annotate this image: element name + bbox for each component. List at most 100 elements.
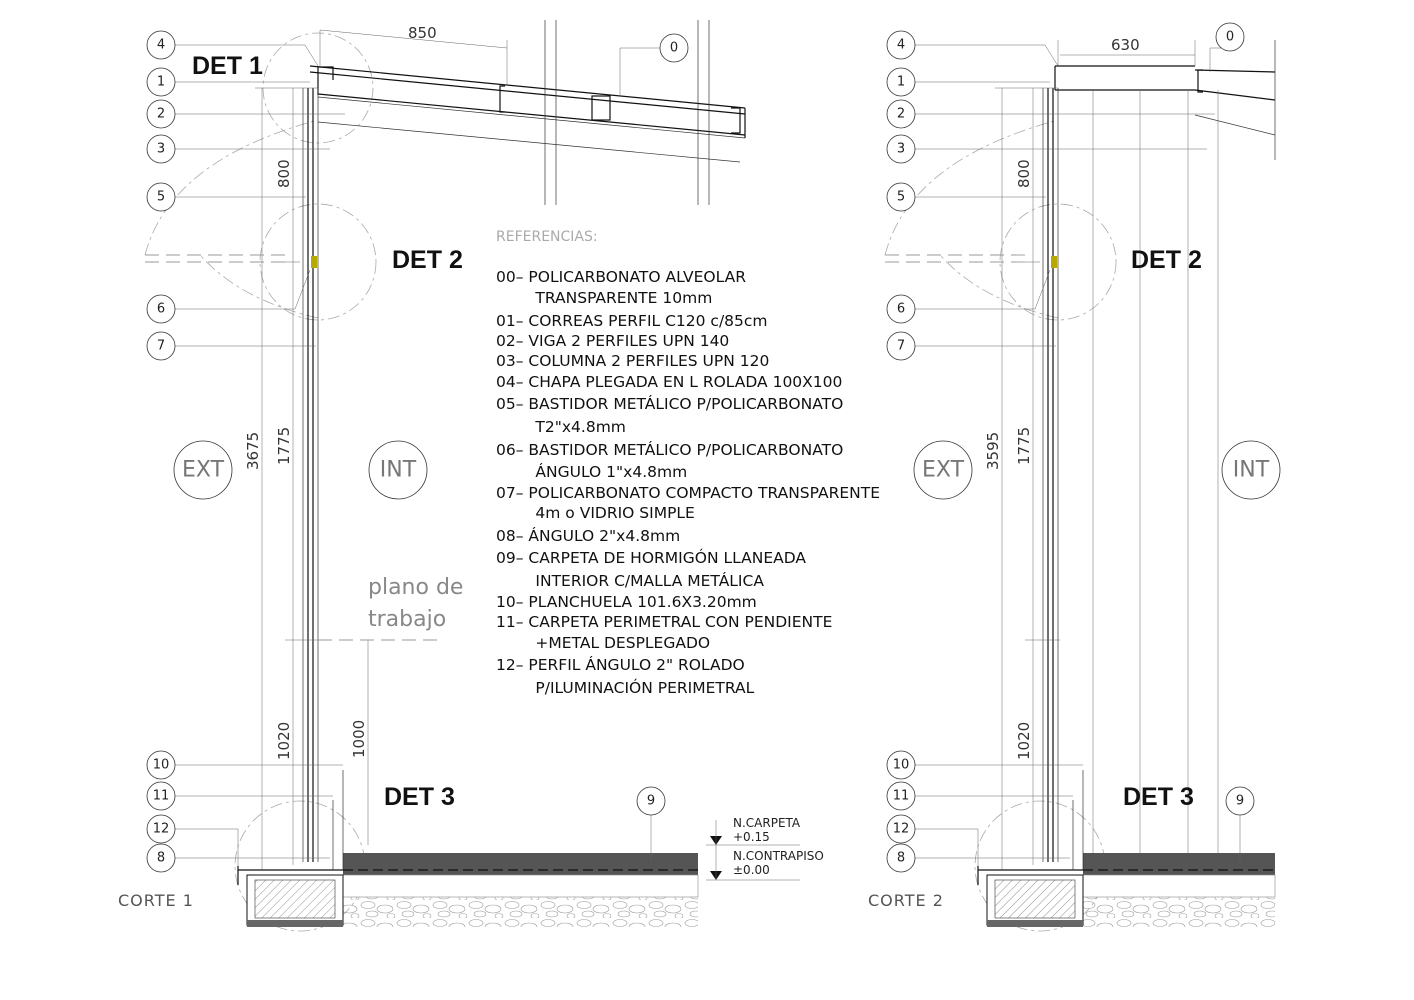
callout-bubble-10: 10 xyxy=(146,750,176,780)
reference-line: 02– VIGA 2 PERFILES UPN 140 xyxy=(496,332,729,350)
callout-bubble-4: 4 xyxy=(146,30,176,60)
svg-text:6: 6 xyxy=(157,302,165,317)
level-markers xyxy=(706,820,800,881)
svg-text:10: 10 xyxy=(153,758,170,773)
svg-text:11: 11 xyxy=(153,789,170,804)
level-contrapiso-label: N.CONTRAPISO xyxy=(733,849,824,863)
svg-text:INT: INT xyxy=(1233,458,1270,483)
det3-label: DET 3 xyxy=(384,783,455,811)
callout-bubble-3: 3 xyxy=(146,134,176,164)
zone-ext-right: EXT xyxy=(913,440,973,500)
reference-line: INTERIOR C/MALLA METÁLICA xyxy=(496,571,764,590)
reference-line: 00– POLICARBONATO ALVEOLAR xyxy=(496,268,746,286)
reference-line: ÁNGULO 1"x4.8mm xyxy=(496,462,687,481)
svg-text:3: 3 xyxy=(897,142,905,157)
callout-bubble-0-right: 0 xyxy=(1215,22,1245,52)
det2-label: DET 2 xyxy=(392,246,463,274)
svg-text:9: 9 xyxy=(1236,794,1244,809)
svg-text:4: 4 xyxy=(157,38,165,53)
reference-line: 12– PERFIL ÁNGULO 2" ROLADO xyxy=(496,655,745,674)
svg-text:12: 12 xyxy=(893,822,910,837)
detail-2-circle-right xyxy=(999,203,1117,321)
references-legend: REFERENCIAS: 00– POLICARBONATO ALVEOLAR … xyxy=(496,229,880,697)
dim-630: 630 xyxy=(1111,36,1140,54)
plano-label-line1: plano de xyxy=(368,575,463,600)
reference-line: 08– ÁNGULO 2"x4.8mm xyxy=(496,526,680,545)
dim-1775-right: 1775 xyxy=(1015,427,1033,465)
svg-text:12: 12 xyxy=(153,822,170,837)
svg-text:EXT: EXT xyxy=(182,458,225,483)
reference-line: 10– PLANCHUELA 101.6X3.20mm xyxy=(496,593,757,611)
dimension-lines-section-2 xyxy=(885,87,1060,870)
callout-bubble-10-right: 10 xyxy=(886,750,916,780)
floor-section-1 xyxy=(237,770,699,927)
callout-bubble-7: 7 xyxy=(146,331,176,361)
svg-text:0: 0 xyxy=(670,41,678,56)
column-right xyxy=(1042,88,1059,862)
svg-text:6: 6 xyxy=(897,302,905,317)
dimension-lines-section-1 xyxy=(145,29,508,871)
callout-bubble-6-right: 6 xyxy=(886,294,916,324)
svg-text:1: 1 xyxy=(157,75,165,90)
callout-bubble-7-right: 7 xyxy=(886,331,916,361)
references-title: REFERENCIAS: xyxy=(496,229,598,245)
callout-bubble-4-right: 4 xyxy=(886,30,916,60)
reference-line: 07– POLICARBONATO COMPACTO TRANSPARENTE xyxy=(496,484,880,502)
reference-line: 09– CARPETA DE HORMIGÓN LLANEADA xyxy=(496,548,806,567)
callout-bubble-5-right: 5 xyxy=(886,182,916,212)
callout-bubble-12-right: 12 xyxy=(886,814,916,844)
dim-1000: 1000 xyxy=(350,720,368,758)
callout-bubble-6: 6 xyxy=(146,294,176,324)
section-2 xyxy=(884,40,1276,932)
level-contrapiso-value: ±0.00 xyxy=(733,863,770,877)
callout-bubble-11-right: 11 xyxy=(886,781,916,811)
section-1-label: CORTE 1 xyxy=(118,891,194,910)
roof-structure-right xyxy=(1054,40,1276,160)
svg-text:4: 4 xyxy=(897,38,905,53)
callout-bubble-0: 0 xyxy=(659,33,689,63)
section-1 xyxy=(144,20,800,932)
det3-label-right: DET 3 xyxy=(1123,783,1194,811)
svg-text:9: 9 xyxy=(647,794,655,809)
reference-line: 06– BASTIDOR METÁLICO P/POLICARBONATO xyxy=(496,440,843,459)
reference-line: 04– CHAPA PLEGADA EN L ROLADA 100X100 xyxy=(496,373,842,391)
dim-1020-right: 1020 xyxy=(1015,722,1033,760)
svg-text:5: 5 xyxy=(157,190,165,205)
svg-text:0: 0 xyxy=(1226,30,1234,45)
reference-line: TRANSPARENTE 10mm xyxy=(496,289,712,307)
svg-text:8: 8 xyxy=(157,851,165,866)
svg-text:INT: INT xyxy=(380,458,417,483)
callout-bubble-2: 2 xyxy=(146,99,176,129)
zone-ext-left: EXT xyxy=(173,440,233,500)
reference-line: T2"x4.8mm xyxy=(496,418,626,436)
dim-800-right: 800 xyxy=(1015,159,1033,188)
dim-1020-left: 1020 xyxy=(275,722,293,760)
interior-lines xyxy=(1092,90,1219,853)
callout-bubble-9-right: 9 xyxy=(1225,786,1255,816)
svg-text:7: 7 xyxy=(157,339,165,354)
dim-850: 850 xyxy=(408,24,437,42)
callout-bubble-8: 8 xyxy=(146,843,176,873)
svg-text:11: 11 xyxy=(893,789,910,804)
svg-text:1: 1 xyxy=(897,75,905,90)
reference-line: P/ILUMINACIÓN PERIMETRAL xyxy=(496,678,755,697)
dim-800-left: 800 xyxy=(275,159,293,188)
det2-label-right: DET 2 xyxy=(1131,246,1202,274)
svg-text:3: 3 xyxy=(157,142,165,157)
svg-text:2: 2 xyxy=(897,107,905,122)
reference-line: 4m o VIDRIO SIMPLE xyxy=(496,504,695,522)
reference-line: 03– COLUMNA 2 PERFILES UPN 120 xyxy=(496,352,769,370)
zone-int-left: INT xyxy=(368,440,428,500)
svg-text:5: 5 xyxy=(897,190,905,205)
door-swing-arc xyxy=(199,254,319,319)
svg-text:2: 2 xyxy=(157,107,165,122)
svg-text:10: 10 xyxy=(893,758,910,773)
reference-line: 11– CARPETA PERIMETRAL CON PENDIENTE xyxy=(496,613,832,631)
large-dashed-arc xyxy=(144,119,319,256)
callout-bubble-1: 1 xyxy=(146,67,176,97)
level-carpeta-value: +0.15 xyxy=(733,830,770,844)
detail-2-circle xyxy=(259,203,377,321)
callout-bubble-12: 12 xyxy=(146,814,176,844)
callout-bubble-2-right: 2 xyxy=(886,99,916,129)
